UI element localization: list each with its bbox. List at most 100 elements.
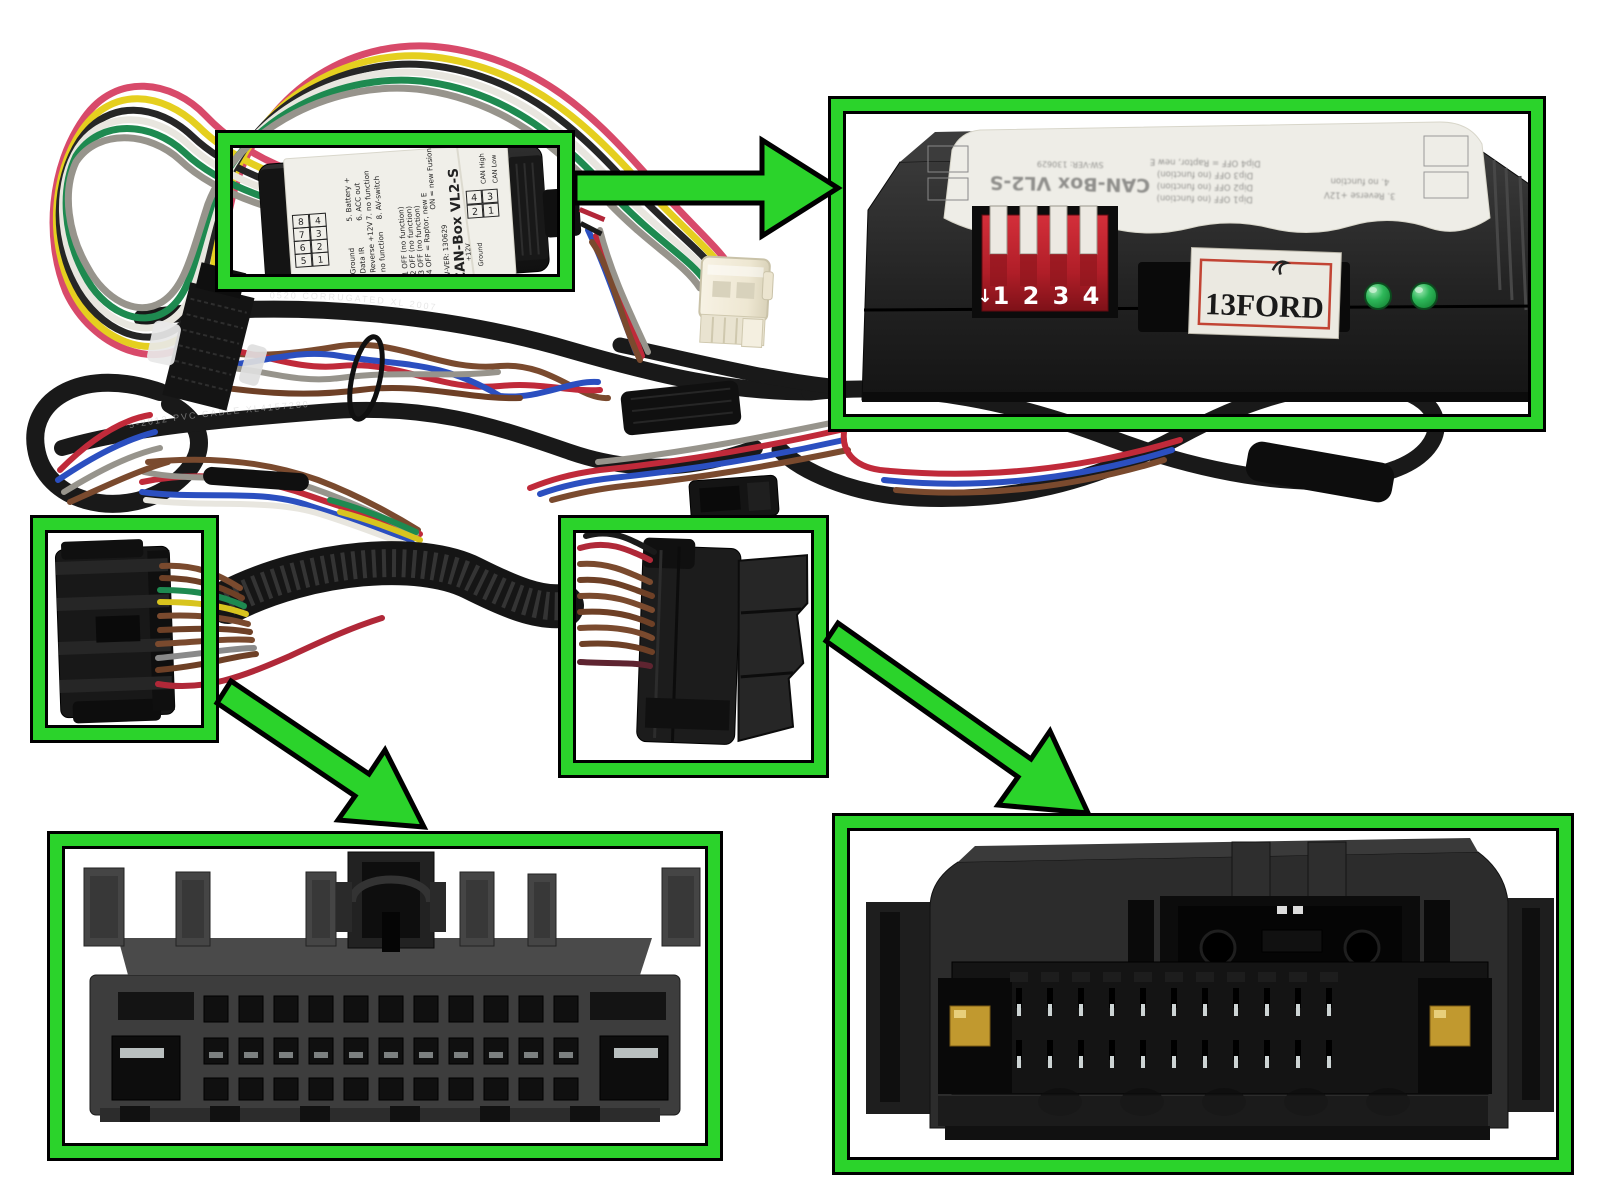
- dip-number: 1: [993, 282, 1010, 310]
- grid8-digit: 1: [317, 255, 323, 265]
- arrow-down-right-icon: [213, 677, 429, 830]
- braided-loom-texture: [221, 549, 564, 621]
- wire-strand: [67, 459, 171, 505]
- label-pin-line: 1. Ground: [347, 248, 358, 284]
- wire-strand: [579, 640, 655, 655]
- grid8-digit: 8: [298, 218, 305, 228]
- label-pin-line: 6. ACC out: [352, 182, 364, 221]
- heatshrink-small: [203, 466, 309, 492]
- closeup-label-line: 3. Reverse +12V: [1324, 189, 1396, 200]
- closeup-label-line: Dip2 OFF (no function): [1157, 180, 1253, 192]
- wire-strand: [595, 419, 839, 465]
- grid8-digit: 3: [316, 230, 322, 240]
- pin-field: [1010, 972, 1338, 1068]
- module-output-bundle: [585, 227, 651, 363]
- dip-number: 4: [1083, 282, 1100, 310]
- wire-strand: [527, 427, 843, 491]
- wire-strand: [597, 227, 651, 355]
- closeup-label-line: Dip1 OFF (no function): [1156, 192, 1252, 204]
- wire-strand: [61, 445, 163, 495]
- arrow-right-icon: [572, 135, 843, 241]
- thin-wire-ring: [347, 334, 385, 422]
- label-pin-line: 5. Battery +: [342, 177, 354, 222]
- dip-number: 3: [1053, 282, 1070, 310]
- label-pin4-v12: +12V: [464, 242, 473, 261]
- twisted-bundle-right: [527, 419, 1183, 503]
- dip-switch: ↓ 1 2 3 4: [972, 205, 1118, 318]
- wire-strand: [893, 457, 1167, 496]
- callout-frame-center-connector: [558, 515, 829, 778]
- label-pin4-can-high: CAN High: [478, 153, 488, 184]
- wire-strand: [593, 233, 645, 359]
- arrow-down-right-icon: [822, 619, 1093, 816]
- heatshrink-right: [1245, 441, 1395, 503]
- status-leds: [1364, 282, 1438, 310]
- dip-arrow-icon: ↓: [977, 286, 992, 307]
- wire-strand: [583, 530, 657, 555]
- wire-strand: [577, 592, 655, 613]
- sticker-handwriting-mark: [1271, 260, 1292, 276]
- callout-frame-module-closeup: [828, 96, 1546, 432]
- label-dip-line: ON = new Fusion: [424, 148, 437, 210]
- grid4-digit: 1: [488, 205, 495, 216]
- closeup-label-line: Dip3 OFF (no function): [1157, 168, 1253, 180]
- wrap-sleeve: [620, 380, 742, 436]
- grid4-digit: 2: [472, 207, 479, 218]
- grid8-digit: 5: [300, 257, 306, 267]
- grid8-digit: 2: [317, 242, 323, 252]
- wire-strand: [327, 497, 419, 535]
- label-pin-line: 3. Reverse +12V: [365, 221, 378, 282]
- wire-strand: [139, 489, 415, 543]
- molex-connector: [698, 255, 774, 348]
- closeup-label-line: 4. no function: [1330, 175, 1389, 186]
- wire-strand: [589, 239, 643, 363]
- left-loop-strands: [55, 412, 171, 505]
- connector-latch: [336, 851, 446, 952]
- white-cable-ties: [147, 320, 267, 386]
- dip-sliders: [989, 205, 1098, 255]
- closeup-connector-female: [83, 851, 701, 1122]
- wire-strand: [840, 429, 1183, 477]
- wire-strand: [337, 509, 423, 543]
- wire-strand: [577, 659, 653, 669]
- pin-grid-4: [465, 188, 500, 219]
- sticker-text: 13FORD: [1205, 286, 1325, 325]
- label-pin-line: 2. Data IR: [357, 247, 368, 283]
- wire-strand: [537, 437, 847, 497]
- wire-strand: [145, 456, 421, 533]
- mini-connector: [688, 474, 780, 522]
- wire-strand: [577, 560, 653, 585]
- end-cavities: [111, 992, 669, 1101]
- dip-number: 2: [1023, 282, 1040, 310]
- wire-strand: [577, 624, 655, 641]
- grid8-digit: 4: [315, 217, 322, 227]
- callout-frame-inline-module: [215, 130, 575, 292]
- wire-strand: [143, 497, 407, 547]
- connector-top-tabs: [83, 867, 701, 947]
- ford-sticker: 13FORD: [1187, 246, 1342, 340]
- closeup-label-line: Dip4 OFF = Raptor, new E: [1150, 156, 1261, 168]
- callout-frame-connector-closeup-left: [47, 831, 723, 1161]
- wire-strand: [179, 379, 523, 402]
- grid8-digit: 7: [299, 231, 305, 241]
- closeup-label-swver: SW-VER: 130629: [1037, 159, 1104, 169]
- closeup-label-text: CAN-Box VL2-S SW-VER: 130629 Dip1 OFF (n…: [989, 156, 1396, 204]
- wire-strand: [57, 412, 153, 473]
- closeup-label-end-grids: [927, 135, 1469, 201]
- inline-module-label: 8 7 6 5 4 3 2 1 1. Ground 2. Data IR 3. …: [283, 143, 517, 291]
- label-pin4-ground: Ground: [476, 242, 486, 266]
- side-terminal-cavities: [938, 978, 1492, 1094]
- grid4-digit: 3: [487, 191, 494, 202]
- twisted-bundle-lower: [139, 456, 423, 547]
- closeup-can-box-module: CAN-Box VL2-S SW-VER: 130629 Dip1 OFF (n…: [861, 121, 1537, 402]
- closeup-connector-male: [866, 838, 1554, 1140]
- wire-strand: [577, 608, 655, 627]
- label-pin-line: 7. no function: [361, 170, 373, 220]
- label-title: CAN-Box VL2-S: [446, 168, 470, 283]
- label-pin4-can-low: CAN Low: [490, 154, 500, 184]
- callout-frame-left-connector: [30, 515, 219, 743]
- wire-strand: [55, 429, 158, 483]
